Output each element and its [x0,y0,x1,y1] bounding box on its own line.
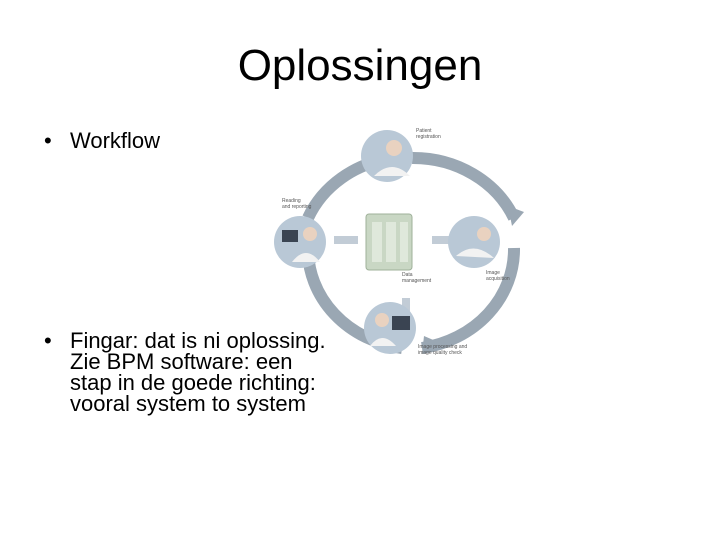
bullet-text: Fingar: dat is ni oplossing. Zie BPM sof… [70,328,326,416]
workflow-diagram: Data management Patient registration Ima… [274,128,524,356]
slide-title: Oplossingen [237,41,483,90]
bullet-marker: • [44,328,52,353]
reading-reporting-photo [274,216,326,268]
center-label: Data management [402,272,432,284]
bullet-text: Workflow [70,128,161,153]
stage-label: Reading and reporting [282,198,312,210]
stage-label: Image processing and image quality check [418,344,469,356]
data-management-server-image [365,213,413,271]
center-connectors [334,236,456,316]
image-acquisition-photo [448,216,500,268]
image-processing-photo [364,302,416,354]
bullet-marker: • [44,128,52,153]
stage-label: Patient registration [416,128,441,140]
stage-label: Image acquisition [486,270,510,282]
patient-registration-photo [361,130,413,182]
